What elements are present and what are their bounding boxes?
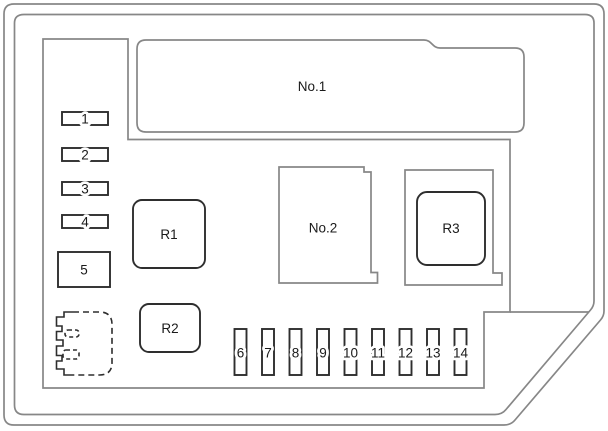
connector-zigzag-edge [55,311,73,376]
fuse-6-label: 6 [237,346,245,361]
connector-body-outline [73,311,113,376]
relay-r2-label: R2 [161,321,178,336]
fuse-7-label: 7 [264,346,272,361]
relay-r1-outline [132,199,206,269]
fuse-9-outline [316,328,330,376]
block-no1-label: No.1 [298,79,327,94]
fuse-12-label: 12 [398,346,413,361]
fuse-4-label: 4 [81,215,89,230]
fuse-10-label: 10 [343,346,358,361]
fuse-11-label: 11 [371,346,385,361]
fuse-10-outline [343,328,358,376]
relay-r3-label: R3 [442,221,459,236]
block-no2-label: No.2 [309,221,338,236]
fuse-14-label: 14 [453,346,469,361]
relay-r3-outline [416,191,486,266]
fuse-3-outline [61,181,109,196]
connector-slot-lower [62,349,80,360]
relay-r1-label: R1 [160,227,177,242]
fuse-13-label: 13 [425,346,440,361]
fuse-5-label: 5 [80,263,88,278]
main-panel-outline [42,38,511,389]
fuse-11-outline [371,328,385,376]
fuse-6-outline [233,328,248,376]
outer-wall-inner-line [13,13,595,416]
fuse-13-outline [426,328,440,376]
relay-r2-outline [139,303,201,353]
relay-r3-housing-outline [404,169,503,286]
block-no1-outline [136,39,525,133]
outer-wall-outer-line [3,3,605,426]
fuse-9-label: 9 [319,346,327,361]
fuse-12-outline [398,328,413,376]
block-no2-outline [278,166,379,284]
fuse-7-outline [261,328,275,376]
fuse-8-outline [288,328,303,376]
fuse-1-outline [61,111,109,126]
fuse-8-label: 8 [292,346,300,361]
connector-slot-upper [64,329,80,338]
fuse-1-label: 1 [81,112,89,127]
fuse-4-outline [61,214,109,229]
fuse-2-label: 2 [81,148,89,163]
fuse-3-label: 3 [81,182,89,197]
fuse-2-outline [61,147,109,162]
fuse-5-outline [57,251,111,288]
fuse-14-outline [453,328,468,376]
